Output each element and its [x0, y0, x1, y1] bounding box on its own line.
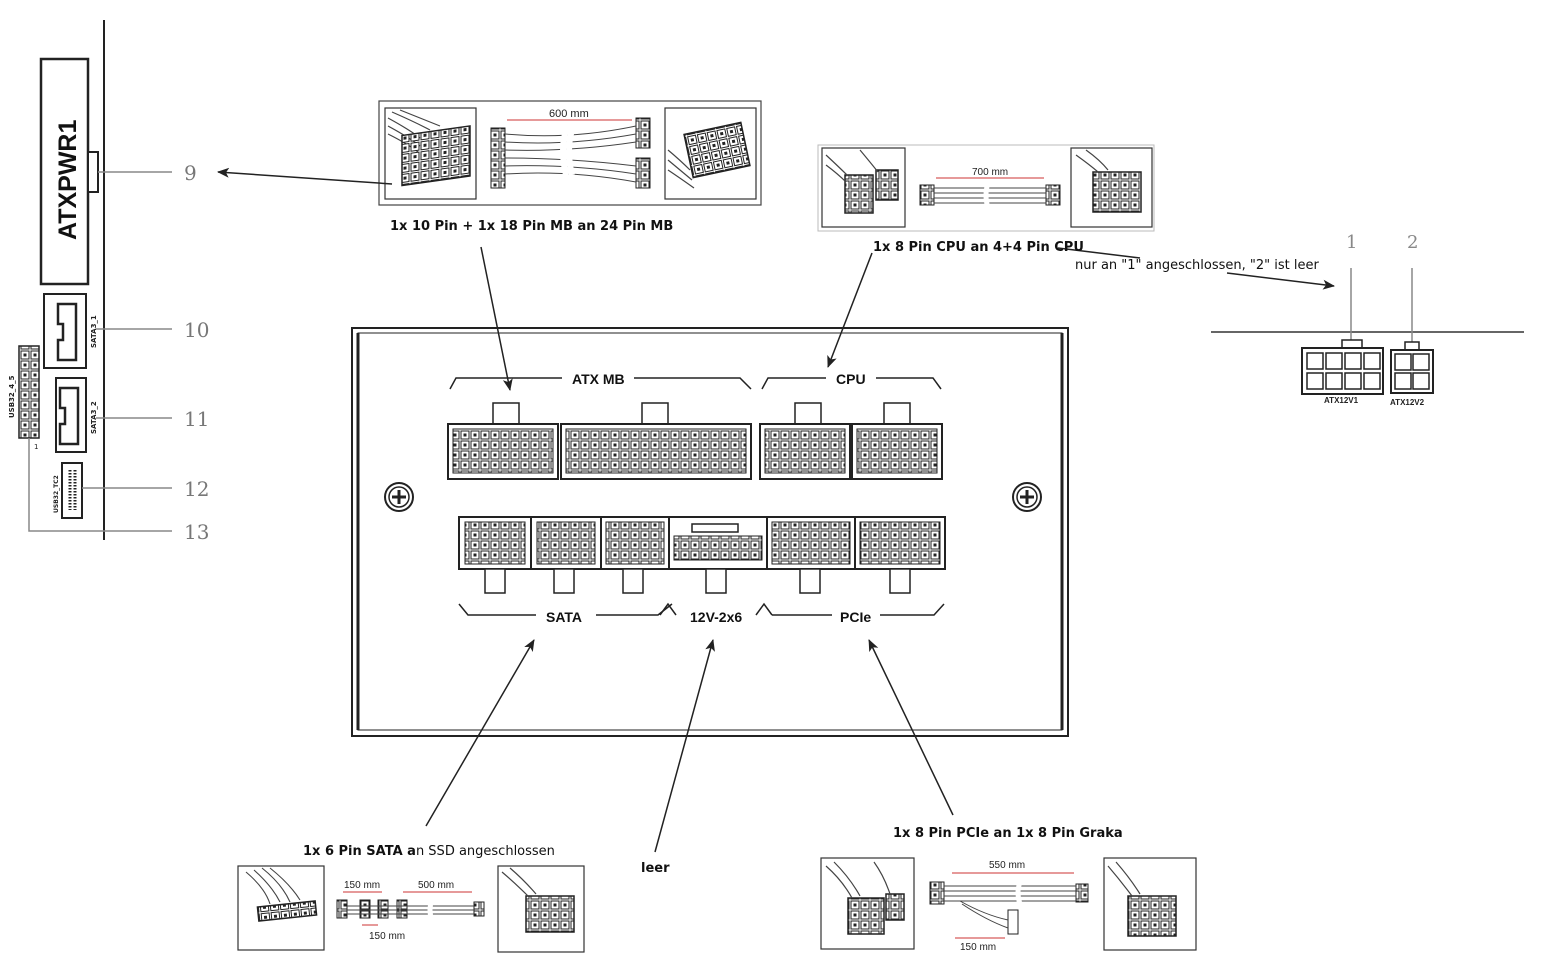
sata-label: SATA	[546, 609, 582, 625]
mainboard-callout-lines	[28, 171, 172, 532]
atxpwr1-label: ATXPWR1	[54, 120, 82, 240]
sata-bracket	[458, 603, 673, 616]
usbc-label: USB32_TC2	[53, 475, 60, 513]
atx12v1-label: ATX12V1	[1324, 396, 1359, 405]
screw-left-icon	[384, 482, 414, 512]
mb-cable-plug-right	[664, 107, 757, 200]
cpu-annotation: 1x 8 Pin CPU an 4+4 Pin CPU	[873, 240, 1084, 255]
pcie-cable-length-b: 150 mm	[960, 942, 996, 953]
mb-annotation: 1x 10 Pin + 1x 18 Pin MB an 24 Pin MB	[390, 219, 674, 234]
psu-modular-panel: ATX MB CPU	[351, 327, 1069, 737]
usb32-header-label: USB32_4_5	[8, 375, 16, 418]
sata-cable-length-c: 150 mm	[369, 931, 405, 942]
sata-cable-length-b: 500 mm	[418, 880, 454, 891]
arrow-mb-label-to-panel	[480, 246, 513, 391]
cpu-note-annotation: nur an "1" angeschlossen, "2" ist leer	[1075, 258, 1319, 273]
arrow-cpu-label-to-panel	[827, 252, 873, 368]
atx-mb-socket-18pin	[560, 402, 752, 480]
atx12v2-label: ATX12V2	[1390, 398, 1425, 407]
cpu-cable-illustration: 700 mm	[817, 144, 1155, 232]
sata3-2-label: SATA3_2	[90, 401, 98, 434]
sata3-1-label: SATA3_1	[90, 315, 98, 348]
pcie-annotation: 1x 8 Pin PCIe an 1x 8 Pin Graka	[893, 826, 1123, 841]
mainboard-section: ATXPWR1 SATA3_1 SATA3_2 USB32_4_5 1 USB3…	[8, 20, 209, 544]
cpu-bracket	[761, 377, 942, 390]
mb-cable-illustration: 600 mm	[378, 100, 762, 206]
pcie-socket-2	[854, 516, 946, 594]
callout-12: 12	[184, 477, 209, 501]
cpu-cable-length: 700 mm	[972, 167, 1008, 178]
sata-annotation: 1x 6 Pin SATA an SSD angeschlossen	[303, 844, 555, 859]
cpu-cable-wires: 700 mm	[919, 167, 1061, 209]
arrow-mb-to-atxpwr1	[217, 167, 393, 185]
sata3-2-port	[55, 377, 87, 453]
arrow-cpu-to-header-line	[1057, 247, 1141, 259]
cpu-power-headers: 1 2 ATX12V1 ATX12V2	[1211, 232, 1524, 407]
atx-mb-bracket	[449, 377, 752, 390]
atxpwr1-latch	[87, 151, 99, 193]
cpu-socket-1	[759, 402, 851, 480]
sata-cable-illustration: 150 mm 500 mm 150 mm	[237, 865, 585, 953]
pcie-label: PCIe	[840, 609, 871, 625]
twelve-v-label: 12V-2x6	[690, 609, 742, 625]
pcie-cable-length-a: 550 mm	[989, 860, 1025, 871]
screw-right-icon	[1012, 482, 1042, 512]
cpu-label: CPU	[836, 371, 866, 387]
atx12v1-header	[1301, 339, 1384, 395]
atx-mb-socket-10pin	[447, 402, 559, 480]
atx12v2-header	[1390, 341, 1434, 394]
sata-socket-2	[530, 516, 602, 594]
callout-9: 9	[184, 161, 197, 185]
usbc-header	[61, 462, 83, 519]
pcie-cable-illustration: 550 mm 150 mm	[820, 857, 1197, 953]
cpu-cable-plug-right	[1070, 147, 1153, 228]
callout-2: 2	[1407, 232, 1418, 253]
arrow-pcie-to-panel	[868, 639, 954, 816]
pcie-cable-wires: 550 mm 150 mm	[929, 860, 1089, 953]
empty-annotation: leer	[641, 861, 670, 876]
sata-cable-wires: 150 mm 500 mm 150 mm	[336, 880, 485, 942]
mb-cable-plug-left	[384, 107, 477, 200]
atx-mb-label: ATX MB	[572, 371, 625, 387]
callout-13: 13	[184, 520, 209, 544]
sata-socket-3	[600, 516, 670, 594]
cpu-socket-2	[851, 402, 943, 480]
usb32-header	[18, 345, 40, 439]
callout-1: 1	[1346, 232, 1357, 253]
usb32-pin1-label: 1	[34, 443, 38, 451]
cpu-cable-plug-left	[821, 147, 906, 228]
mb-cable-wires: 600 mm	[490, 108, 651, 189]
twelve-v-2x6-socket	[668, 516, 768, 594]
sata-socket-1	[458, 516, 532, 594]
sata-cable-length-a: 150 mm	[344, 880, 380, 891]
connection-arrows	[217, 167, 1335, 853]
callout-10: 10	[184, 318, 209, 342]
arrow-sata-to-panel	[425, 639, 535, 827]
sata3-1-port	[43, 293, 87, 369]
callout-11: 11	[184, 407, 209, 431]
twelve-v-bracket	[659, 602, 773, 616]
pcie-bracket	[772, 603, 945, 616]
arrow-cpu-note-to-header	[1226, 272, 1335, 290]
arrow-empty-to-panel	[654, 639, 715, 853]
mb-cable-length: 600 mm	[549, 108, 589, 120]
